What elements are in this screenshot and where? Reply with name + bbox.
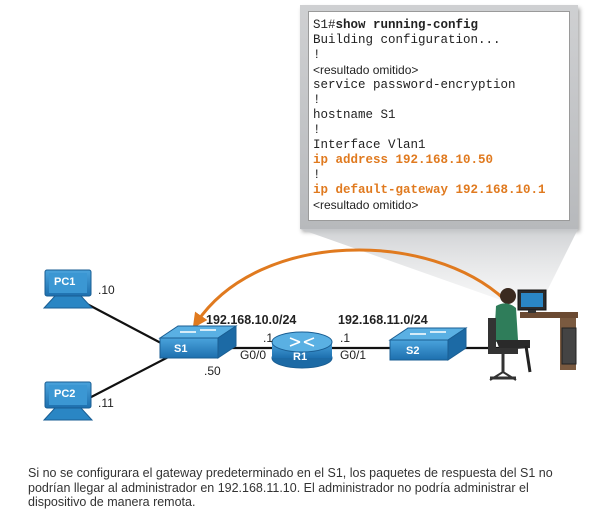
term-line-ip-address: ip address 192.168.10.50	[313, 153, 494, 167]
term-line-command: S1#show running-config	[313, 18, 478, 33]
term-line: Building configuration...	[313, 33, 501, 47]
term-line: hostname S1	[313, 108, 396, 122]
pc2-address: .11	[98, 396, 114, 410]
figure-caption: Si no se configurara el gateway predeter…	[28, 466, 553, 509]
network-left-label: 192.168.10.0/24	[206, 313, 297, 327]
pc2-icon	[42, 381, 94, 421]
management-path-arrow	[192, 248, 507, 329]
term-line: service password-encryption	[313, 78, 516, 92]
pc1-icon	[42, 269, 94, 309]
s2-label: S2	[406, 345, 420, 357]
terminal-window: S1#show running-config Building configur…	[300, 5, 578, 229]
term-line: <resultado omitido>	[313, 63, 419, 77]
r1-label: R1	[293, 351, 308, 363]
pc2-label: PC2	[54, 388, 76, 400]
pc1-address: .10	[98, 283, 115, 297]
network-diagram	[42, 229, 578, 421]
r1-left-port: G0/0	[240, 348, 267, 362]
term-line: Interface Vlan1	[313, 138, 426, 152]
callout-pointer	[300, 229, 578, 305]
term-line: !	[313, 93, 321, 107]
terminal-output: S1#show running-config Building configur…	[308, 11, 570, 221]
s1-label: S1	[174, 343, 188, 355]
r1-router-icon	[271, 331, 333, 369]
cli-command: show running-config	[335, 18, 479, 32]
r1-right-address: .1	[340, 331, 351, 345]
s1-switch-icon	[158, 325, 238, 359]
term-line: !	[313, 123, 321, 137]
administrator-icon	[488, 288, 578, 381]
term-line-default-gateway: ip default-gateway 192.168.10.1	[313, 183, 546, 197]
network-right-label: 192.168.11.0/24	[338, 313, 428, 327]
pc1-label: PC1	[54, 276, 76, 288]
r1-right-port: G0/1	[340, 348, 367, 362]
r1-left-address: .1	[263, 331, 274, 345]
s2-switch-icon	[388, 327, 468, 361]
term-line: !	[313, 168, 321, 182]
term-line: !	[313, 48, 321, 62]
term-line: <resultado omitido>	[313, 198, 419, 212]
s1-address: .50	[204, 364, 221, 378]
cli-prompt: S1#	[313, 18, 336, 32]
